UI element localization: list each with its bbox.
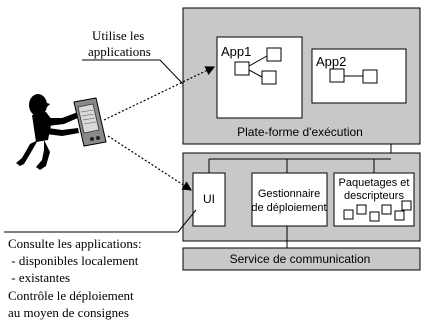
- comm-service-box: [182, 247, 421, 271]
- consults-ui-arrow: [107, 135, 193, 191]
- user-figure: [16, 94, 80, 170]
- consult-heading: Consulte les applications:: [8, 236, 142, 251]
- app1-component-b: [266, 47, 282, 62]
- package-square-2: [356, 204, 367, 215]
- control-line-1: Contrôle le déploiement: [8, 288, 134, 303]
- uses-apps-leader: [82, 59, 184, 85]
- deploy-manager-label-1: Gestionnaire: [258, 188, 320, 200]
- app1-box: [216, 36, 303, 119]
- package-square-6: [401, 200, 412, 211]
- package-square-5: [394, 210, 405, 221]
- app1-link-2: [248, 69, 263, 78]
- consult-item-1: - disponibles localement: [8, 253, 139, 268]
- deploy-manager-label-2: de déploiement: [251, 202, 326, 214]
- uses-apps-arrow: [103, 66, 216, 121]
- uses-apps-line-1: Utilise les: [92, 28, 144, 43]
- packages-label-1: Paquetages et: [339, 177, 410, 189]
- app1-component-c: [261, 70, 277, 85]
- app2-component-a: [329, 68, 345, 83]
- app2-component-b: [362, 69, 378, 84]
- app1-label: App1: [221, 44, 251, 59]
- packages-label-2: descripteurs: [344, 190, 404, 202]
- comm-service-label: Service de communication: [230, 252, 371, 266]
- ui-box: [192, 172, 226, 227]
- package-square-4: [381, 204, 392, 215]
- pda-device: [73, 97, 107, 147]
- platform-label: Plate-forme d'exécution: [237, 125, 363, 139]
- package-square-1: [343, 209, 354, 220]
- deploy-manager-box: [251, 172, 328, 227]
- consult-leader: [4, 209, 197, 233]
- uses-apps-line-2: applications: [88, 44, 151, 59]
- consult-item-2: - existantes: [8, 270, 70, 285]
- app1-link-1: [248, 55, 268, 67]
- app2-label: App2: [316, 54, 346, 69]
- control-line-2: au moyen de consignes: [8, 305, 129, 320]
- package-square-3: [369, 211, 380, 222]
- app1-component-a: [234, 61, 250, 76]
- ui-label: UI: [203, 192, 215, 206]
